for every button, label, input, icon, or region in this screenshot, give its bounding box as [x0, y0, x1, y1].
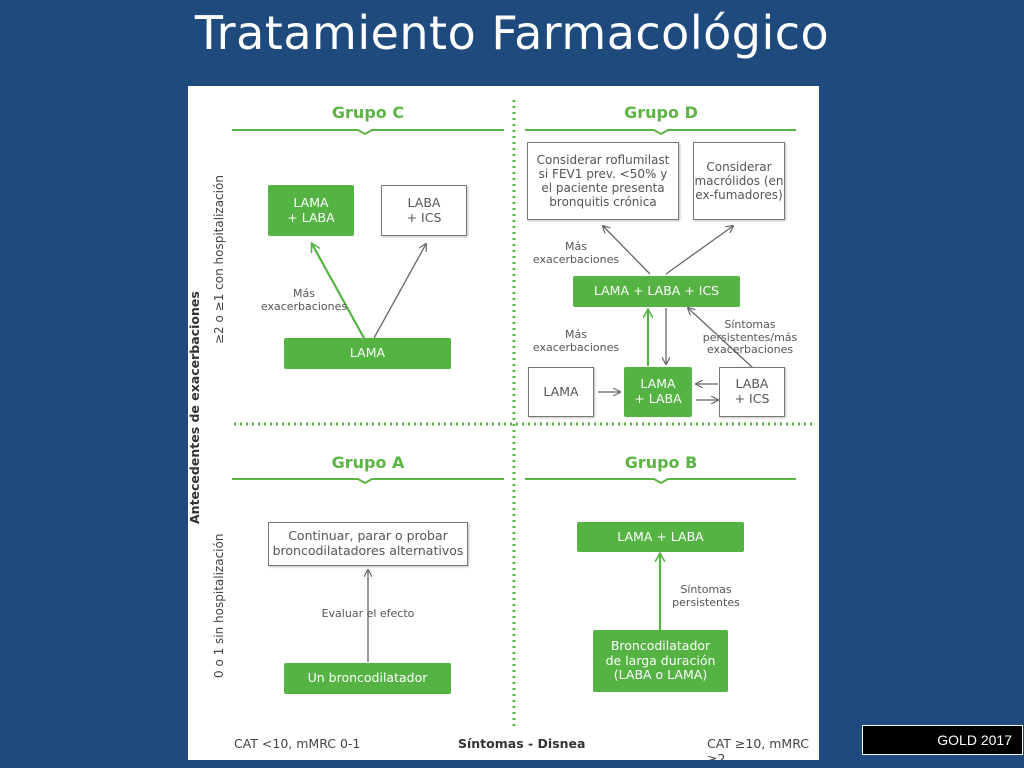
group-c-laba-ics-box: LABA + ICS [381, 185, 467, 236]
group-d-note-left: Más exacerbaciones [532, 328, 620, 354]
group-c-underline [232, 129, 504, 136]
gold-badge: GOLD 2017 [862, 725, 1023, 755]
group-d-triple-box: LAMA + LABA + ICS [573, 276, 740, 307]
group-a-single-box: Un broncodilatador [284, 663, 451, 694]
group-c-note: Más exacerbaciones [260, 287, 348, 313]
arrow-c-lama-to-lama-laba [312, 244, 365, 339]
group-d-macrolidos-box: Considerar macrólidos (en ex-fumadores) [693, 142, 785, 220]
x-axis-title: Síntomas - Disnea [458, 736, 586, 751]
group-a-note: Evaluar el efecto [321, 607, 415, 620]
group-d-laba-ics-box: LABA + ICS [719, 367, 785, 417]
x-axis-left-label: CAT <10, mMRC 0-1 [234, 736, 361, 751]
group-b-note: Síntomas persistentes [672, 583, 740, 609]
arrow-c-lama-to-laba-ics [373, 244, 426, 339]
group-c-lama-box: LAMA [284, 338, 451, 369]
group-a-title: Grupo A [331, 453, 405, 472]
y-axis-bottom-label: 0 o 1 sin hospitalización [212, 533, 226, 678]
group-b-lama-laba-box: LAMA + LABA [577, 522, 744, 552]
arrow-d-triple-to-macrolidos [665, 226, 733, 275]
group-d-lama-box: LAMA [528, 367, 594, 417]
group-b-title: Grupo B [624, 453, 698, 472]
group-c-title: Grupo C [331, 103, 405, 122]
group-d-underline [525, 129, 796, 136]
group-c-lama-laba-box: LAMA + LABA [268, 185, 354, 236]
group-d-roflumilast-box: Considerar roflumilast si FEV1 prev. <50… [527, 142, 679, 220]
group-b-underline [525, 478, 796, 485]
group-a-continue-box: Continuar, parar o probar broncodilatado… [268, 522, 468, 566]
group-d-note-right: Síntomas persistentes/más exacerbaciones [702, 318, 798, 357]
y-axis-title: Antecedentes de exacerbaciones [188, 291, 202, 524]
slide-title: Tratamiento Farmacológico [194, 6, 830, 60]
group-b-long-box: Broncodilatador de larga duración (LABA … [593, 630, 728, 692]
y-axis-top-label: ≥2 o ≥1 con hospitalización [212, 175, 226, 344]
group-d-title: Grupo D [624, 103, 698, 122]
diagram-lines [232, 100, 816, 726]
arrow-d-laba-ics-to-triple [688, 308, 754, 369]
group-a-underline [232, 478, 504, 485]
arrow-d-triple-to-roflumilast [603, 226, 651, 275]
group-d-note-top: Más exacerbaciones [532, 240, 620, 266]
group-d-lama-laba-box: LAMA + LABA [624, 367, 692, 417]
x-axis-right-label: CAT ≥10, mMRC ≥2 [707, 736, 809, 760]
gold-diagram: Grupo C Grupo D Grupo A Grupo B LAMA + L… [188, 86, 819, 760]
